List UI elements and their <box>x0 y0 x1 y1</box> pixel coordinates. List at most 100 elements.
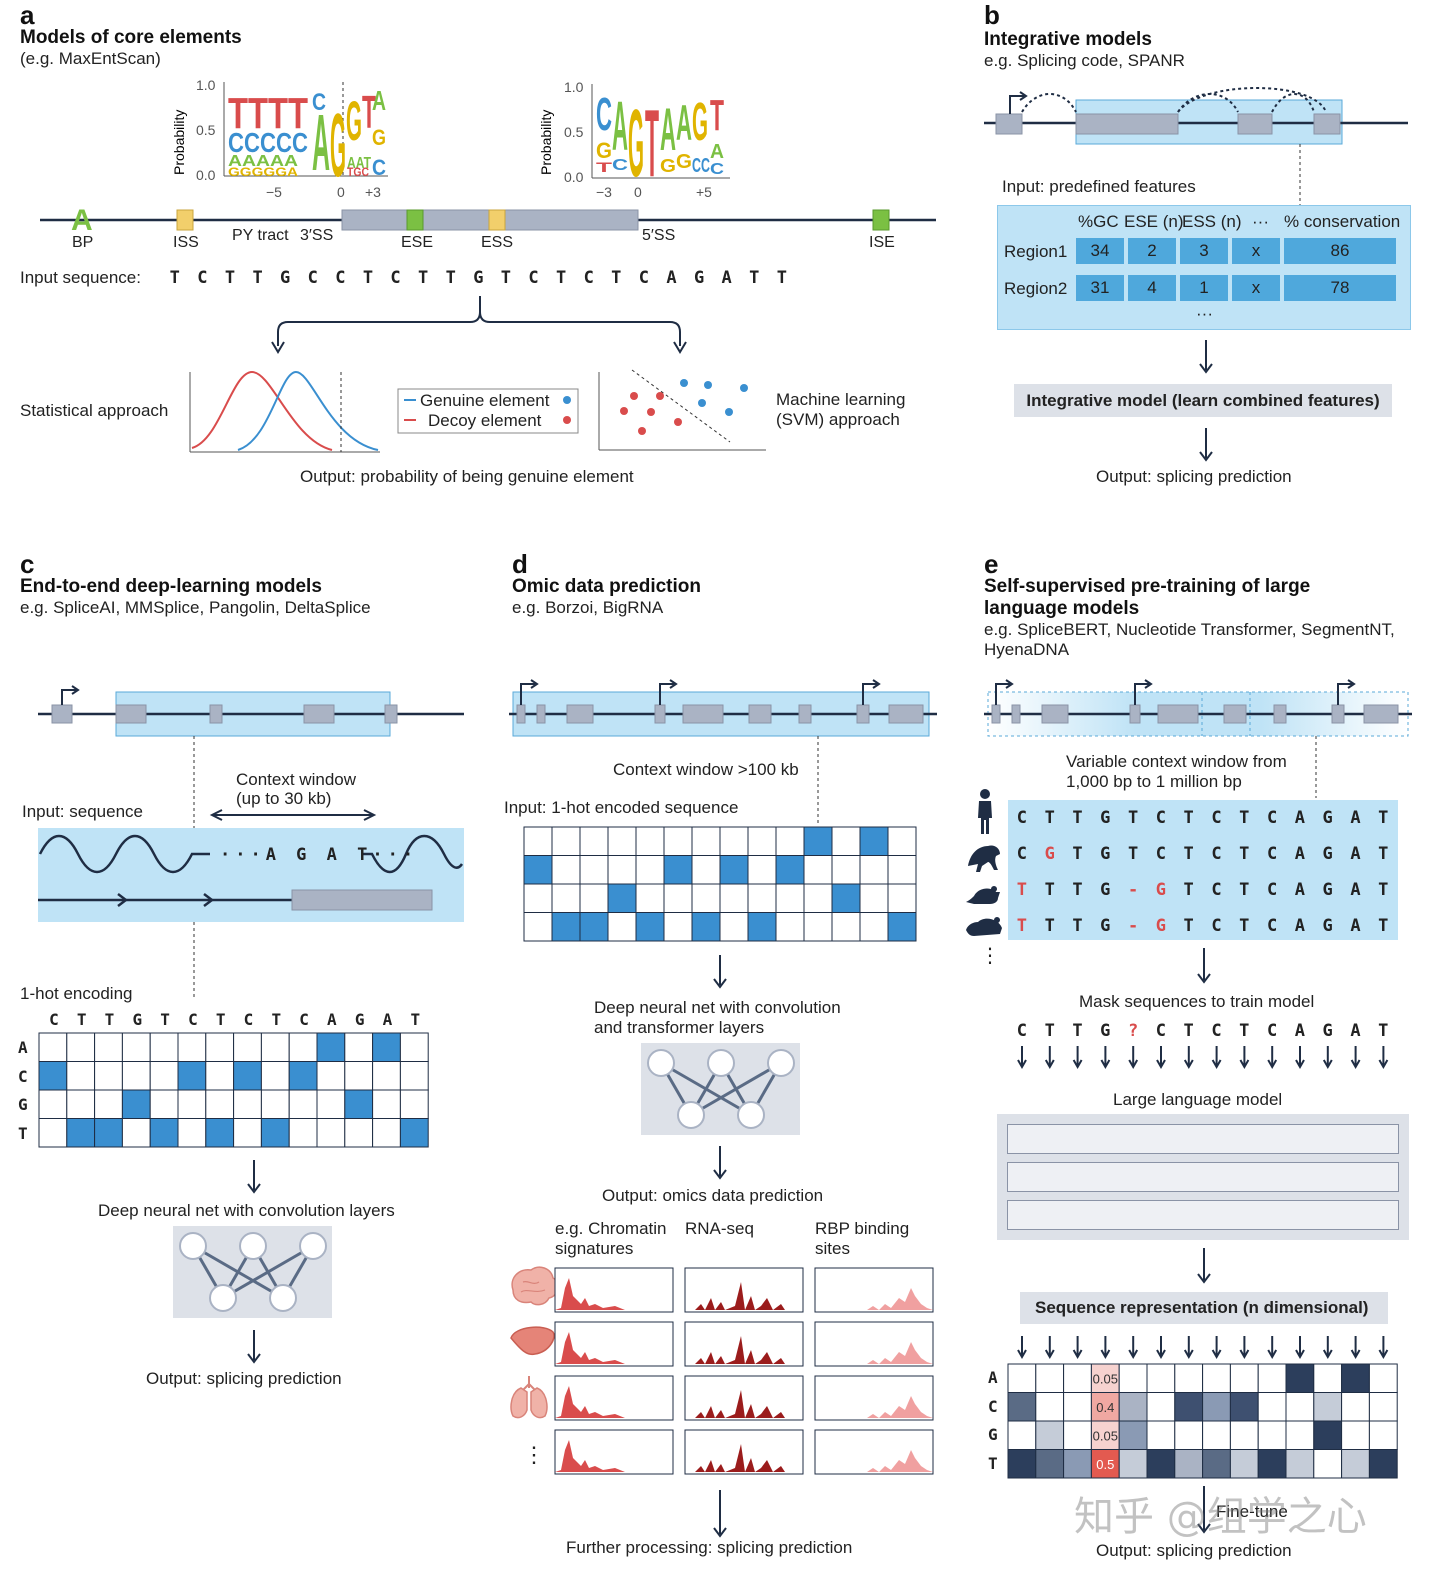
onehot-cell <box>831 855 861 885</box>
down-arrow-icon <box>1017 1046 1027 1070</box>
neural-net-icon-d <box>641 1043 800 1135</box>
sequence-base: T <box>362 268 374 288</box>
onehot-cell <box>635 912 665 942</box>
ml-approach-label-2: (SVM) approach <box>776 410 900 429</box>
alignment-base: C <box>1266 844 1278 864</box>
svg-text:G: G <box>660 156 676 176</box>
split-bracket <box>271 296 687 354</box>
representation-cell <box>1229 1363 1259 1393</box>
representation-cell <box>1202 1449 1231 1479</box>
down-arrow-icon <box>1239 1046 1250 1070</box>
alignment-base: A <box>1294 916 1305 936</box>
col-rnaseq: RNA-seq <box>685 1219 754 1238</box>
panel-c-input-label: Input: sequence <box>22 802 143 821</box>
onehot-cell <box>399 1118 429 1148</box>
masked-base: T <box>1378 1021 1389 1041</box>
onehot-col-label: T <box>215 1010 226 1029</box>
onehot-cell <box>607 826 637 856</box>
panel-c-arrow-1 <box>247 1160 261 1194</box>
onehot-cell <box>177 1032 207 1062</box>
representation-cell <box>1118 1420 1148 1450</box>
svg-text:A: A <box>676 95 692 151</box>
panel-c-output: Output: splicing prediction <box>146 1369 342 1388</box>
onehot-cell <box>635 883 665 913</box>
representation-cell <box>1229 1449 1259 1479</box>
onehot-cell <box>177 1118 207 1148</box>
panel-e-context-2: 1,000 bp to 1 million bp <box>1066 772 1242 791</box>
row-1-name: Region1 <box>1004 242 1068 261</box>
sequence-base: C <box>335 268 346 288</box>
down-arrow-icon <box>1239 1336 1250 1360</box>
onehot-row-label: A <box>18 1038 28 1057</box>
representation-cell <box>1090 1392 1120 1422</box>
onehot-cell <box>859 912 889 942</box>
onehot-cell <box>663 912 693 942</box>
svg-text:T: T <box>596 159 613 175</box>
onehot-cell <box>551 826 581 856</box>
svg-text:C: C <box>710 161 725 178</box>
panel-c-arrow-2 <box>247 1330 261 1364</box>
representation-cell <box>1146 1449 1176 1479</box>
svg-text:TGC: TGC <box>347 165 369 179</box>
alignment-base: G <box>1155 880 1166 900</box>
onehot-cell <box>523 855 553 885</box>
representation-cell <box>1090 1449 1120 1479</box>
panel-a-subtitle: (e.g. MaxEntScan) <box>20 49 161 68</box>
representation-cell <box>1368 1363 1398 1393</box>
representation-cell <box>1063 1392 1092 1422</box>
onehot-cell <box>94 1118 123 1148</box>
alignment-base: G <box>1100 880 1111 900</box>
representation-cell <box>1007 1420 1037 1450</box>
onehot-cell <box>121 1089 151 1119</box>
panel-a-title: Models of core elements <box>20 27 242 48</box>
cell: x <box>1232 275 1280 301</box>
representation-cell <box>1202 1363 1231 1393</box>
representation-cell <box>1257 1420 1287 1450</box>
representation-cell <box>1368 1420 1398 1450</box>
onehot-cell <box>607 855 637 885</box>
panel-b-arrow-1 <box>1199 340 1213 374</box>
sequence-base: T <box>445 268 456 288</box>
ese-label: ESE <box>401 234 433 251</box>
panel-d-gene-model <box>509 679 937 826</box>
down-arrow-icon <box>1156 1046 1166 1070</box>
onehot-cell <box>205 1089 235 1119</box>
sequence-base: C <box>528 268 539 288</box>
col-rbp-2: sites <box>815 1239 850 1258</box>
context-window-label-2: (up to 30 kb) <box>236 789 332 808</box>
svg-text:AAAAA: AAAAA <box>228 153 299 170</box>
ml-approach-label-1: Machine learning <box>776 390 906 409</box>
sequence-base: C <box>197 268 208 288</box>
onehot-cell <box>205 1061 235 1091</box>
panel-b-input-label: Input: predefined features <box>1002 177 1196 196</box>
py-tract-label: PY tract <box>232 227 289 244</box>
onehot-col-label: C <box>188 1010 198 1029</box>
organ-vdots: ⋮ <box>523 1442 545 1467</box>
cell: 3 <box>1180 238 1228 264</box>
panel-c-subtitle: e.g. SpliceAI, MMSplice, Pangolin, Delta… <box>20 598 371 617</box>
onehot-cell <box>747 826 777 856</box>
sequence-base: A <box>666 268 677 288</box>
panel-e-subtitle-2: HyenaDNA <box>984 640 1070 659</box>
representation-cell <box>1313 1363 1343 1393</box>
panel-a-graphics: Probability 1.0 0.5 0.0 −5 0 +3 TTTT CCC… <box>40 77 936 453</box>
omics-tracks: ⋮ <box>510 1266 934 1475</box>
representation-cell <box>1063 1363 1092 1393</box>
mask-label: Mask sequences to train model <box>1079 992 1315 1011</box>
representation-cell <box>1202 1420 1231 1450</box>
col-rbp-1: RBP binding <box>815 1219 910 1238</box>
mouse-icon <box>966 886 1000 904</box>
onehot-col-label: C <box>299 1010 309 1029</box>
logo-right-xtick-3: +5 <box>696 184 712 200</box>
onehot-cell <box>719 855 749 885</box>
logo-right-xtick-1: −3 <box>596 184 612 200</box>
panel-d-nn-label-2: and transformer layers <box>594 1018 765 1037</box>
svg-text:T: T <box>710 91 724 140</box>
svg-text:G: G <box>330 96 346 196</box>
alignment-base: C <box>1211 916 1222 936</box>
lungs-icon <box>510 1376 548 1419</box>
ise-box <box>872 209 890 231</box>
panel-e-title-2: language models <box>984 598 1140 619</box>
alignment-base: T <box>1127 808 1139 828</box>
representation-cell <box>1146 1363 1176 1393</box>
